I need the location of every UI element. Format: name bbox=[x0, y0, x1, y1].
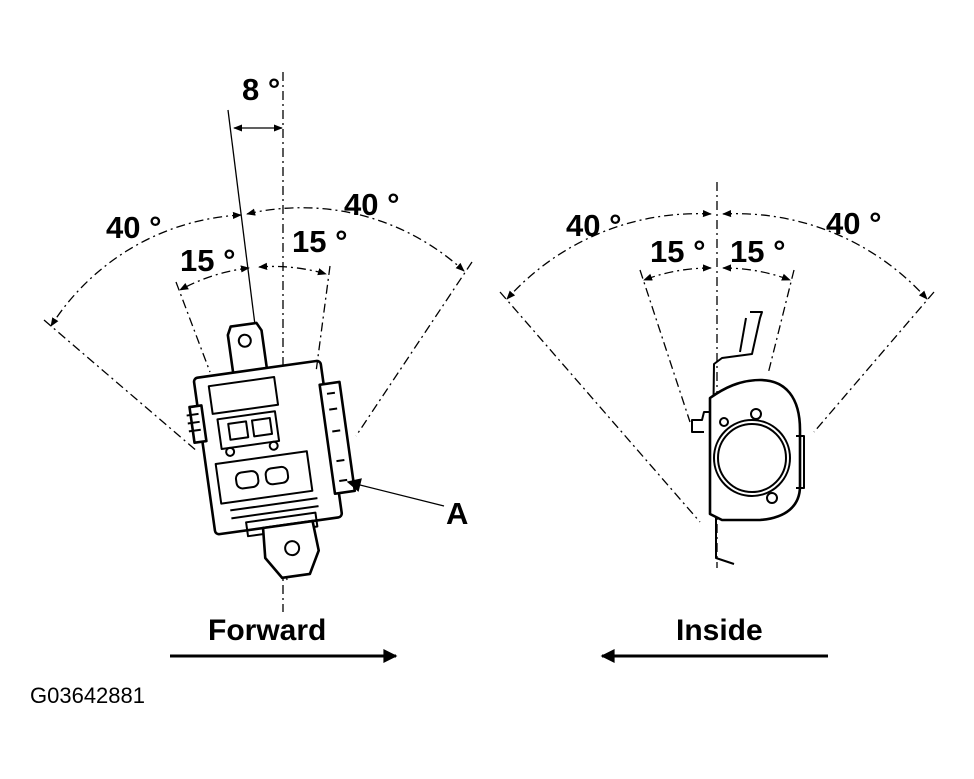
right-inner-ray-left bbox=[639, 269, 691, 423]
left-outer-ray-right bbox=[355, 261, 473, 437]
right-outer-ray-left bbox=[499, 291, 701, 523]
left-outer-arc-left bbox=[50, 211, 242, 327]
sensor-unit-a bbox=[186, 321, 357, 580]
right-inner-arc-right bbox=[722, 264, 791, 281]
left-outer-ray-left bbox=[43, 319, 199, 453]
left-outer-right-label: 40 ° bbox=[344, 187, 400, 222]
figure-code: G03642881 bbox=[30, 683, 145, 708]
right-inner-left-label: 15 ° bbox=[650, 234, 706, 269]
left-inner-arc-left bbox=[179, 265, 250, 291]
sensor-unit-side bbox=[691, 311, 805, 565]
right-inner-right-label: 15 ° bbox=[730, 234, 786, 269]
left-view: 8 ° 40 ° 40 ° 15 ° 15 ° A Forward bbox=[43, 72, 473, 663]
callout-a-label: A bbox=[446, 496, 468, 531]
right-outer-ray-right bbox=[813, 291, 935, 433]
tilt-angle-label: 8 ° bbox=[242, 72, 280, 107]
left-inner-right-label: 15 ° bbox=[292, 224, 348, 259]
left-inner-ray-left bbox=[175, 281, 211, 373]
left-outer-left-label: 40 ° bbox=[106, 210, 162, 245]
right-outer-right-label: 40 ° bbox=[826, 206, 882, 241]
inside-label: Inside bbox=[676, 614, 763, 647]
right-outer-arc-right bbox=[722, 209, 928, 300]
left-outer-arc-right bbox=[246, 207, 465, 272]
right-inner-arc-left bbox=[643, 264, 712, 281]
right-outer-left-label: 40 ° bbox=[566, 208, 622, 243]
left-inner-arc-right bbox=[258, 262, 327, 276]
right-outer-arc-left bbox=[506, 209, 712, 300]
left-inner-left-label: 15 ° bbox=[180, 243, 236, 278]
right-inner-ray-right bbox=[767, 269, 795, 375]
forward-label: Forward bbox=[208, 614, 326, 647]
right-view: 40 ° 40 ° 15 ° 15 ° Inside bbox=[499, 182, 935, 663]
callout-a-leader bbox=[346, 478, 445, 507]
left-inner-ray-right bbox=[315, 265, 331, 373]
